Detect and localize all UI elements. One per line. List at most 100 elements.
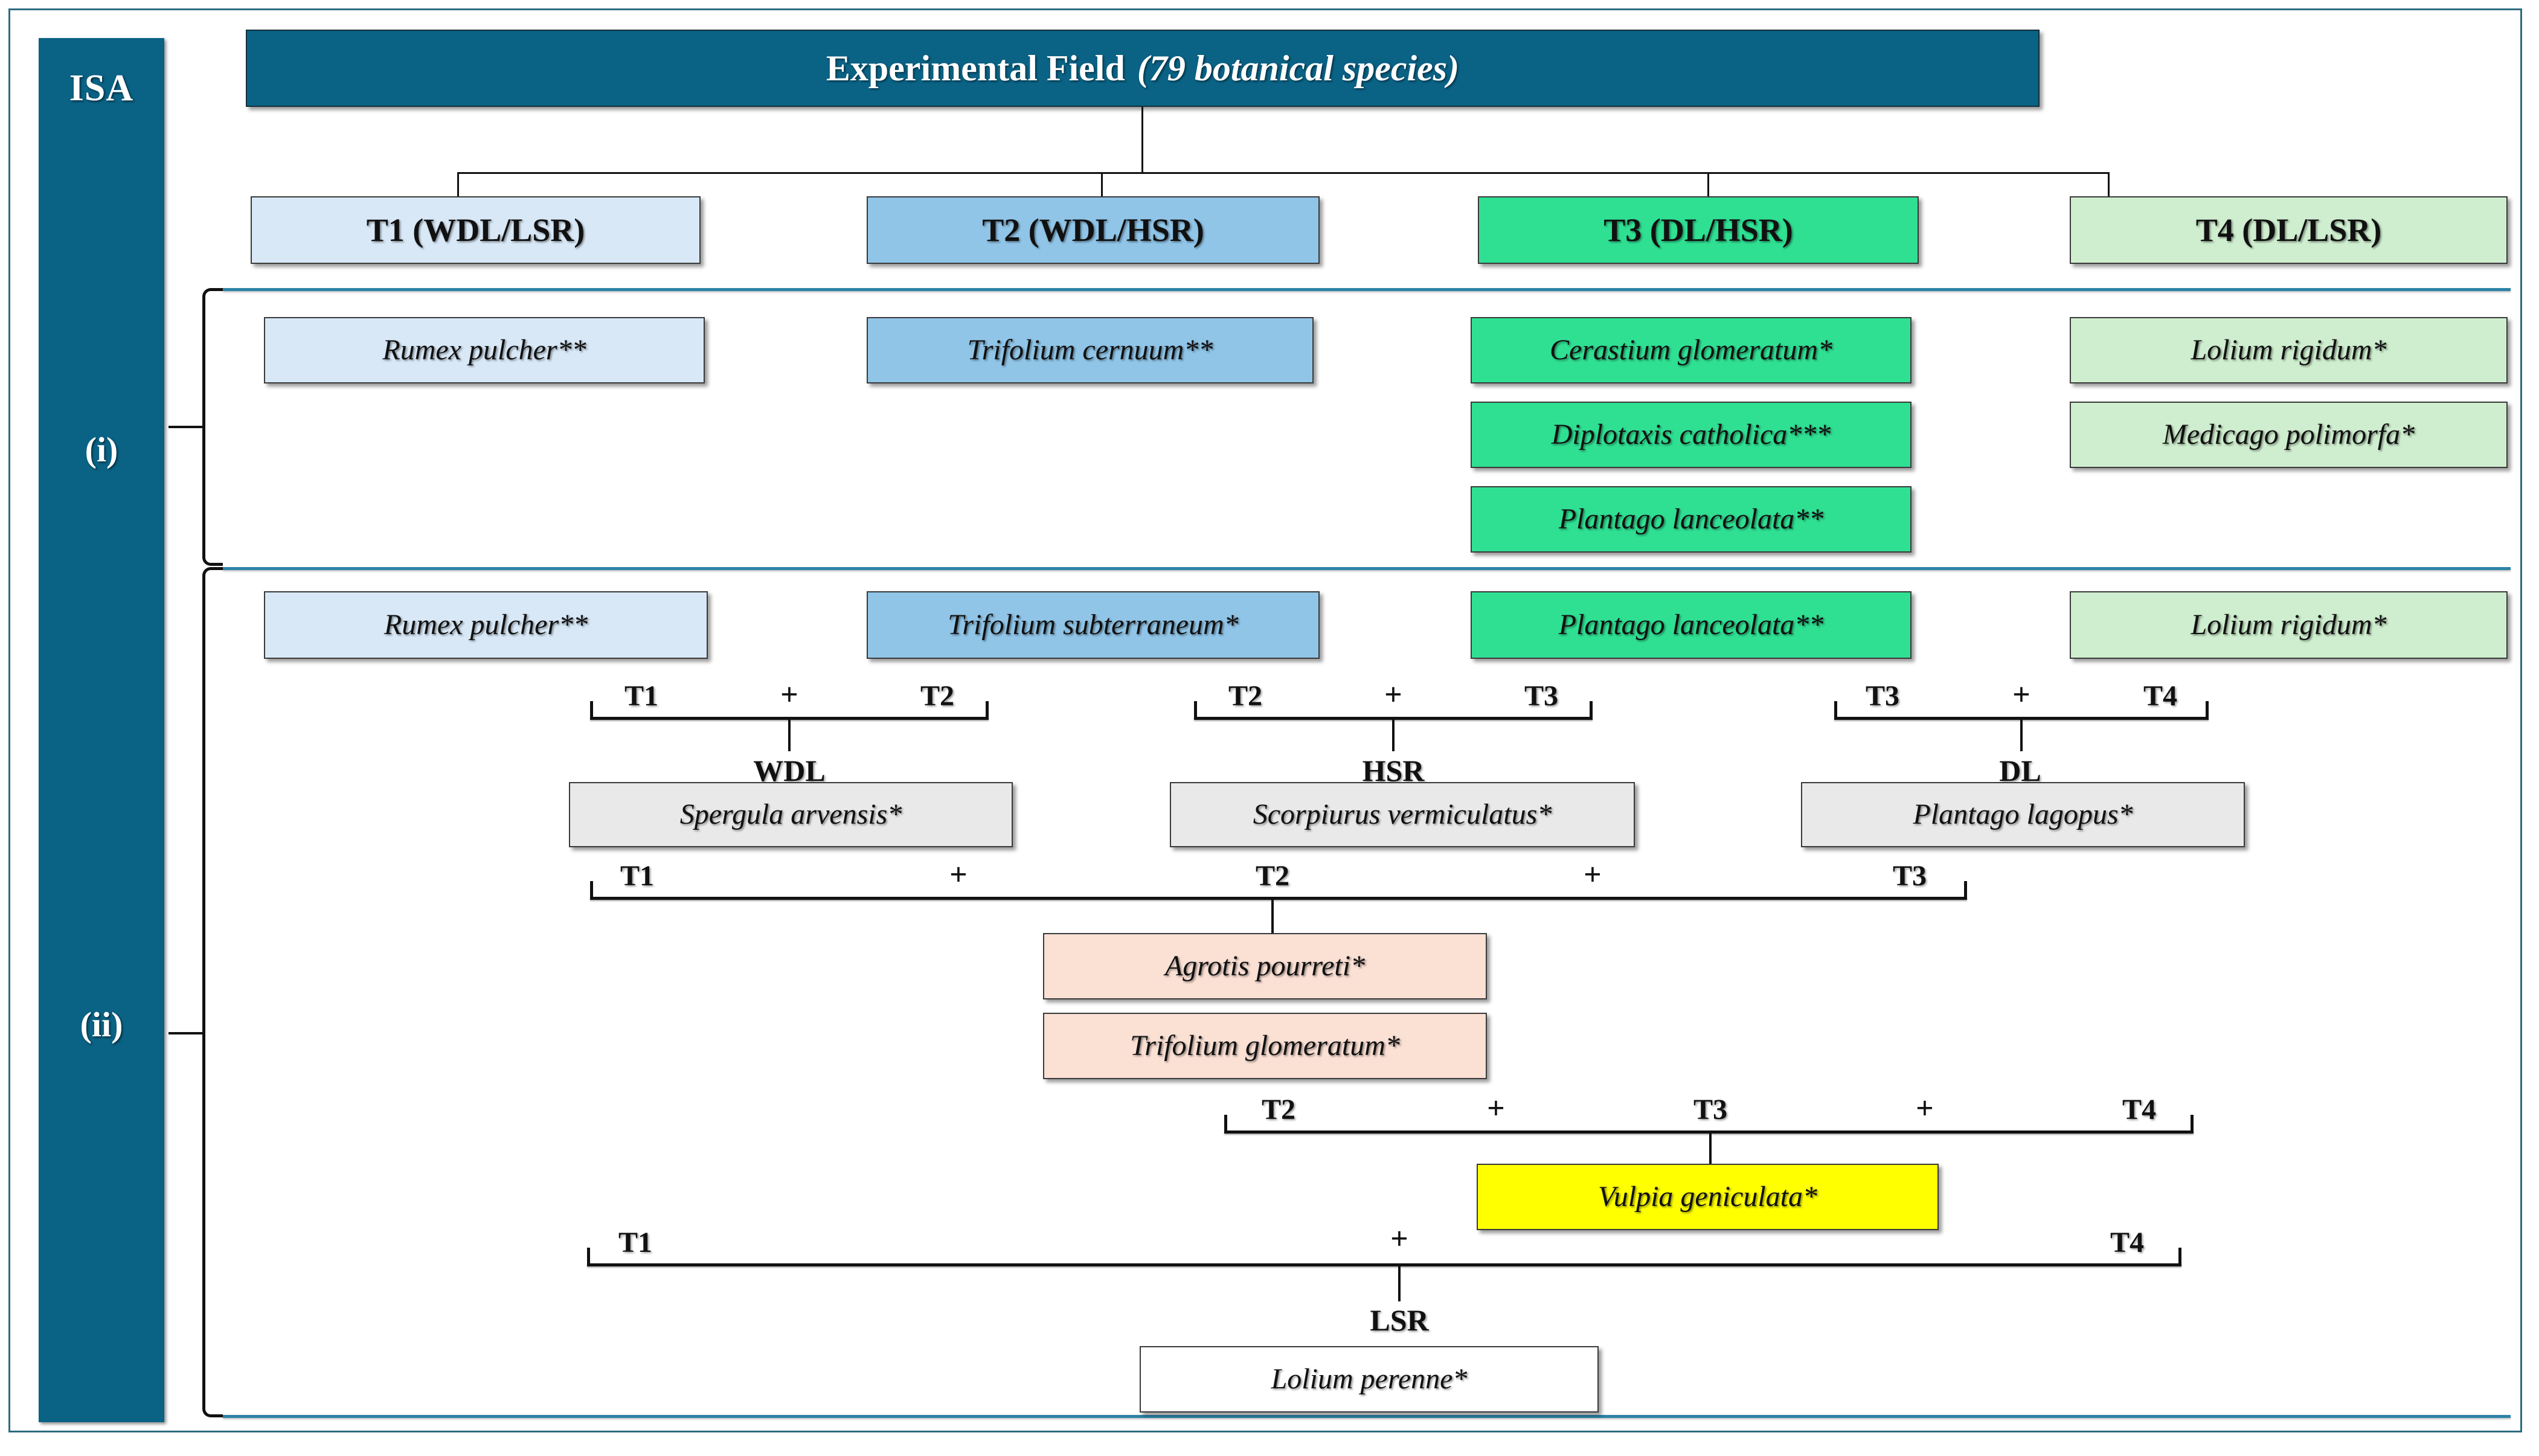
bracket-plus: + xyxy=(780,678,798,712)
section-label-ii: (ii) xyxy=(80,1005,123,1044)
bracket-stem xyxy=(1709,1134,1712,1164)
bracket-label-right: T3 xyxy=(1524,680,1559,712)
connector-to-t2 xyxy=(1101,172,1103,206)
bracket-label-right: T4 xyxy=(2122,1094,2157,1126)
bracket-label-right: T4 xyxy=(2143,680,2178,712)
bracket-plus-2: + xyxy=(1584,858,1602,892)
root-node-experimental-field[interactable]: Experimental Field (79 botanical species… xyxy=(246,30,2040,107)
species-label: Plantago lagopus* xyxy=(1913,798,2133,830)
species-label: Rumex pulcher** xyxy=(382,333,586,366)
bracket-bar xyxy=(1834,717,2209,720)
bracket-plus-1: + xyxy=(949,858,968,892)
bracket-label-right: T2 xyxy=(920,680,955,712)
bracket-plus-2: + xyxy=(1916,1091,1934,1126)
species-box-i-t4-1[interactable]: Medicago polimorfa* xyxy=(2070,402,2508,468)
species-box-ii-yellow[interactable]: Vulpia geniculata* xyxy=(1477,1164,1939,1230)
species-label: Diplotaxis catholica*** xyxy=(1551,418,1831,451)
treatment-label-t2: T2 (WDL/HSR) xyxy=(982,211,1204,248)
species-label: Vulpia geniculata* xyxy=(1597,1180,1818,1213)
species-label: Lolium perenne* xyxy=(1271,1362,1468,1395)
bracket-end-right xyxy=(2191,1115,2194,1130)
species-box-i-t2-0[interactable]: Trifolium cernuum** xyxy=(867,317,1314,383)
section-label-i: (i) xyxy=(85,430,118,469)
bracket-stem xyxy=(2020,720,2023,751)
species-label: Trifolium glomeratum* xyxy=(1130,1029,1400,1062)
root-label-detail: (79 botanical species) xyxy=(1137,48,1460,88)
species-box-ii-t3[interactable]: Plantago lanceolata** xyxy=(1471,591,1911,659)
section-ii-bottom-rule xyxy=(223,1415,2511,1418)
species-label: Trifolium subterraneum* xyxy=(948,608,1239,641)
bracket-label-mid: T2 xyxy=(1255,860,1290,892)
species-box-ii-pair-0[interactable]: Spergula arvensis* xyxy=(569,782,1013,847)
connector-to-t1 xyxy=(457,172,459,206)
section-ii-tick xyxy=(169,1032,202,1034)
species-box-i-t1-0[interactable]: Rumex pulcher** xyxy=(264,317,705,383)
section-i-top-rule xyxy=(223,288,2511,291)
section-i-tick xyxy=(169,426,202,428)
treatment-box-t4[interactable]: T4 (DL/LSR) xyxy=(2070,196,2508,264)
species-box-i-t3-2[interactable]: Plantago lanceolata** xyxy=(1471,486,1911,553)
bracket-stem xyxy=(1392,720,1395,751)
bracket-plus-1: + xyxy=(1487,1091,1505,1126)
bracket-bar xyxy=(1194,717,1593,720)
species-box-ii-final[interactable]: Lolium perenne* xyxy=(1140,1346,1599,1413)
species-label: Medicago polimorfa* xyxy=(2162,418,2415,451)
bracket-end-right xyxy=(2178,1248,2181,1263)
treatment-label-t1: T1 (WDL/LSR) xyxy=(366,211,585,248)
species-label: Cerastium glomeratum* xyxy=(1550,333,1832,366)
species-label: Scorpiurus vermiculatus* xyxy=(1253,798,1552,830)
species-box-i-t4-0[interactable]: Lolium rigidum* xyxy=(2070,317,2508,383)
treatment-box-t2[interactable]: T2 (WDL/HSR) xyxy=(867,196,1320,264)
bracket-label-right: T3 xyxy=(1892,860,1927,892)
pair-bracket-dl: T3 + T4 xyxy=(1834,678,2209,751)
treatment-label-t4: T4 (DL/LSR) xyxy=(2195,211,2382,248)
bracket-end-left xyxy=(1224,1115,1227,1130)
species-box-ii-triple-0[interactable]: Agrotis pourreti* xyxy=(1043,933,1487,999)
bracket-bar xyxy=(590,717,989,720)
bracket-end-right xyxy=(1964,881,1967,897)
pair-bracket-hsr: T2 + T3 xyxy=(1194,678,1593,751)
full-bracket-t1-t4: T1 + T4 xyxy=(587,1222,2181,1301)
species-box-ii-triple-1[interactable]: Trifolium glomeratum* xyxy=(1043,1013,1487,1079)
section-ii-bracket xyxy=(202,567,223,1417)
bracket-stem xyxy=(1271,900,1274,936)
bracket-end-left xyxy=(1194,701,1197,717)
species-label: Plantago lanceolata** xyxy=(1558,502,1824,535)
bracket-stem xyxy=(788,720,791,751)
bracket-label-left: T1 xyxy=(620,860,655,892)
bracket-label-left: T2 xyxy=(1261,1094,1296,1126)
group-name-lsr: LSR xyxy=(1370,1303,1429,1337)
species-box-i-t3-1[interactable]: Diplotaxis catholica*** xyxy=(1471,402,1911,468)
connector-to-t4 xyxy=(2108,172,2110,206)
root-label-main: Experimental Field xyxy=(826,48,1125,88)
species-box-i-t3-0[interactable]: Cerastium glomeratum* xyxy=(1471,317,1911,383)
species-label: Agrotis pourreti* xyxy=(1164,949,1366,982)
species-label: Lolium rigidum* xyxy=(2191,333,2387,366)
triple-bracket-t1-t2-t3: T1 + T2 + T3 xyxy=(590,858,1967,936)
treatment-label-t3: T3 (DL/HSR) xyxy=(1603,211,1793,248)
group-name-dl: DL xyxy=(1999,754,2041,787)
bracket-end-left xyxy=(590,701,593,717)
bracket-plus: + xyxy=(2012,678,2030,712)
species-box-ii-t1[interactable]: Rumex pulcher** xyxy=(264,591,708,659)
isa-sidebar: ISA (i) (ii) xyxy=(39,38,164,1422)
species-label: Spergula arvensis* xyxy=(679,798,902,830)
section-ii-top-rule xyxy=(223,567,2511,570)
pair-bracket-wdl: T1 + T2 xyxy=(590,678,989,751)
connector-to-t3 xyxy=(1707,172,1709,206)
diagram-frame: ISA (i) (ii) Experimental Field (79 bota… xyxy=(8,8,2522,1432)
bracket-end-left xyxy=(1834,701,1837,717)
bracket-plus: + xyxy=(1390,1222,1408,1256)
bracket-label-left: T2 xyxy=(1228,680,1263,712)
species-box-ii-pair-1[interactable]: Scorpiurus vermiculatus* xyxy=(1170,782,1635,847)
bracket-label-left: T1 xyxy=(624,680,659,712)
species-box-ii-t4[interactable]: Lolium rigidum* xyxy=(2070,591,2508,659)
bracket-bar xyxy=(587,1263,2181,1266)
species-label: Rumex pulcher** xyxy=(384,608,588,641)
bracket-plus: + xyxy=(1384,678,1402,712)
species-box-ii-t2[interactable]: Trifolium subterraneum* xyxy=(867,591,1320,659)
species-box-ii-pair-2[interactable]: Plantago lagopus* xyxy=(1801,782,2245,847)
treatment-box-t3[interactable]: T3 (DL/HSR) xyxy=(1478,196,1919,264)
bracket-label-right: T4 xyxy=(2110,1227,2145,1259)
treatment-box-t1[interactable]: T1 (WDL/LSR) xyxy=(251,196,701,264)
